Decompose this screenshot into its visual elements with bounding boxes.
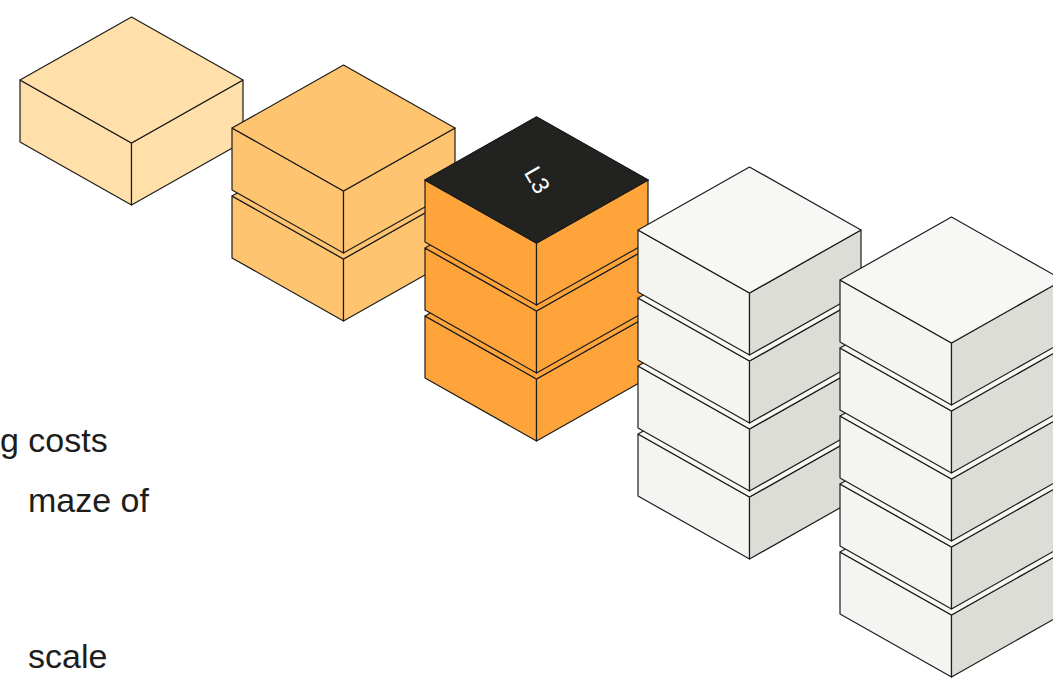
diamond-fill xyxy=(425,117,648,243)
box-top-face xyxy=(425,117,648,243)
box-top-face xyxy=(638,167,861,293)
box-top-face xyxy=(232,65,455,191)
body-text: g costs xyxy=(0,420,108,460)
box-top-face xyxy=(20,17,243,143)
box-top-face xyxy=(840,217,1053,343)
body-text: scale xyxy=(28,636,107,676)
top-face-box: L3 xyxy=(425,117,648,243)
body-text: maze of xyxy=(28,480,149,520)
